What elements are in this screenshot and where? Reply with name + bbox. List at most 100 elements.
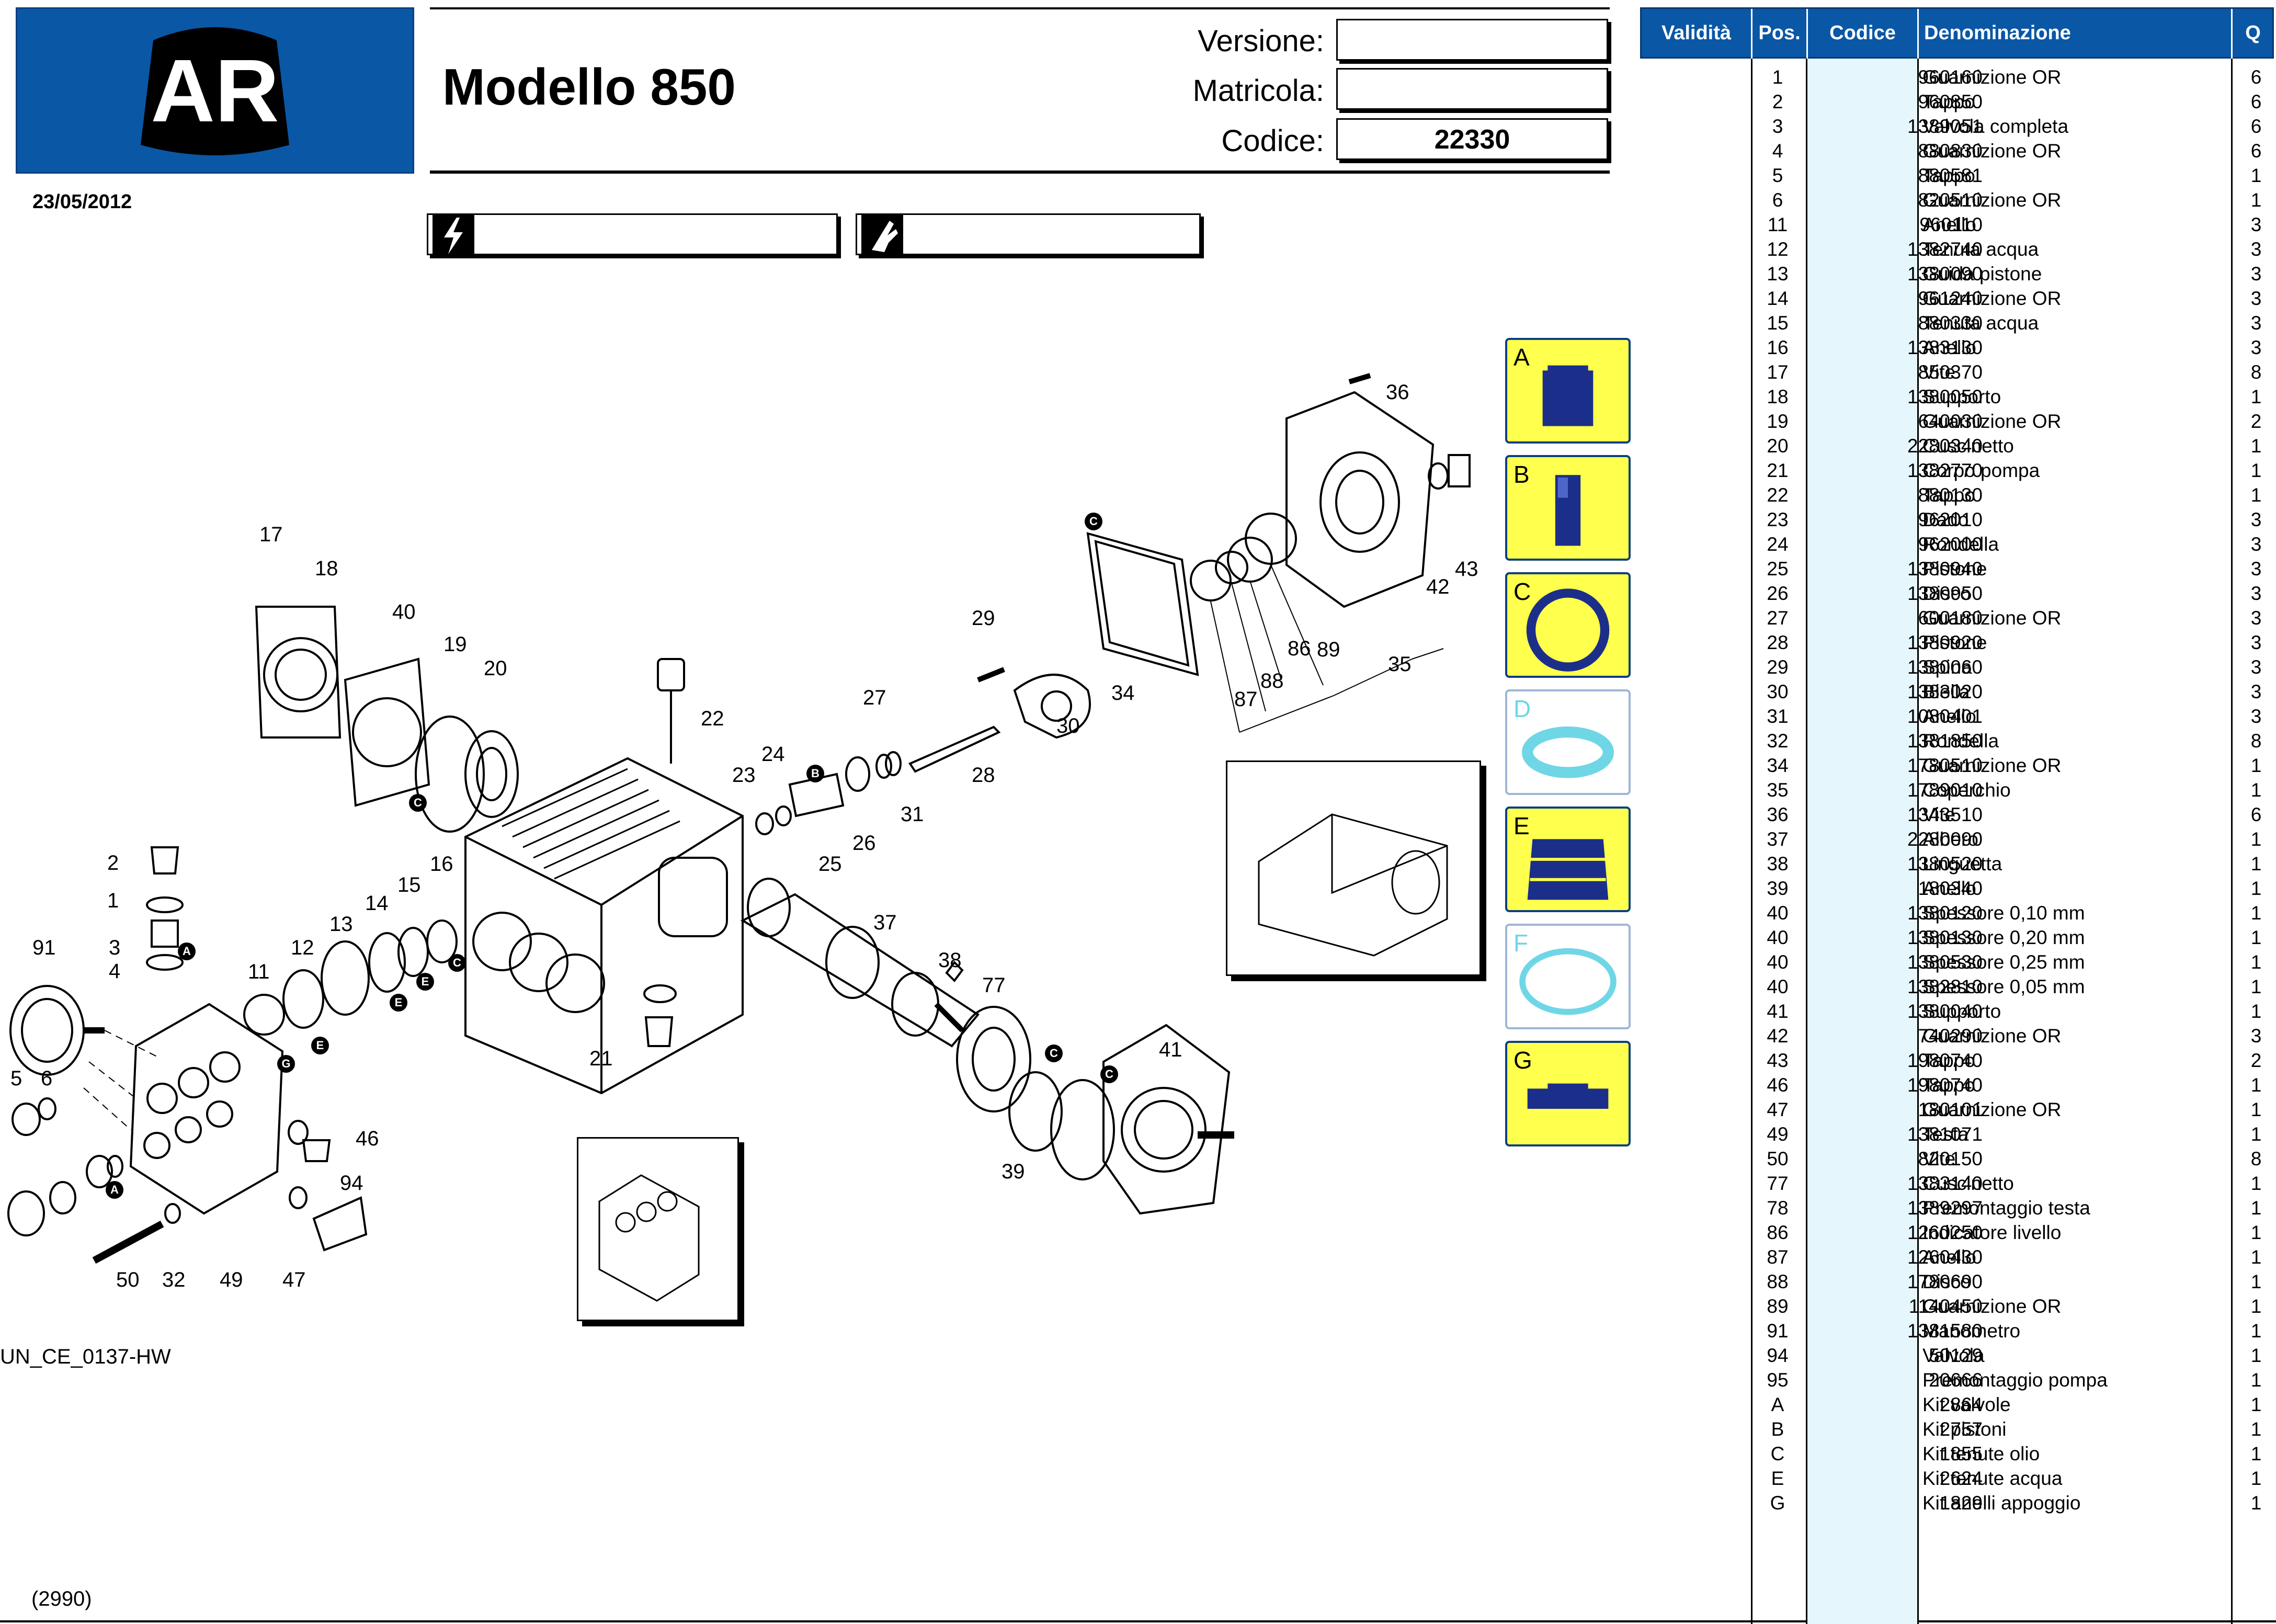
q-cell: 1 <box>2250 189 2262 211</box>
codice-cell: 1380940 <box>1907 558 1983 580</box>
pos-cell: 5 <box>1772 165 1783 186</box>
codice-cell: 20666 <box>1929 1369 1983 1391</box>
callout-number: 37 <box>873 911 897 934</box>
codice-cell: 2280340 <box>1907 435 1983 457</box>
callout-number: 16 <box>430 853 453 876</box>
pump-preassembly-inset <box>1226 760 1481 976</box>
q-cell: 1 <box>2250 976 2262 997</box>
q-cell: 2 <box>2250 1050 2262 1071</box>
codice-cell: 1380920 <box>1907 632 1983 653</box>
callout-number: 22 <box>701 707 724 730</box>
badge-g: G <box>277 1055 295 1073</box>
kit-letter: C <box>1513 578 1531 605</box>
callout-number: 49 <box>220 1268 243 1291</box>
callout-number: 42 <box>1426 575 1450 598</box>
callout-number: 6 <box>41 1067 53 1090</box>
pos-cell: B <box>1771 1418 1784 1440</box>
pos-cell: 17 <box>1767 361 1789 383</box>
callout-number: 18 <box>315 557 338 580</box>
codice-field[interactable]: 22330 <box>1336 118 1608 160</box>
matricola-field[interactable] <box>1336 68 1608 110</box>
callout-number: 5 <box>10 1067 22 1090</box>
kit-d[interactable]: D <box>1505 689 1631 795</box>
codice-cell: 180101 <box>1918 1099 1983 1120</box>
codice-cell: 880130 <box>1918 484 1983 506</box>
q-cell: 8 <box>2250 361 2262 383</box>
denominazione-cell: Guarnizione OR <box>1922 1296 2062 1317</box>
pos-cell: 19 <box>1767 411 1789 432</box>
pos-cell: 20 <box>1767 435 1789 457</box>
document-date: 23/05/2012 <box>32 191 132 213</box>
pos-cell: 40 <box>1767 976 1789 997</box>
denominazione-cell: Cuscinetto <box>1922 435 2014 457</box>
badge-c: C <box>1045 1044 1063 1062</box>
pump-head <box>129 1003 284 1215</box>
drawing-reference: UN_CE_0137-HW <box>0 1345 171 1368</box>
column-divider <box>1917 59 1919 1624</box>
callout-number: 94 <box>340 1172 363 1195</box>
denominazione-cell: Tenuta acqua <box>1922 312 2039 334</box>
pos-cell: 88 <box>1767 1271 1789 1292</box>
kit-f[interactable]: F <box>1505 924 1631 1029</box>
callout-number: 14 <box>365 892 389 915</box>
codice-cell: 2280090 <box>1907 828 1983 850</box>
callout-number: 15 <box>397 873 421 896</box>
denominazione-cell: Anello <box>1922 878 1976 899</box>
denominazione-cell: Disco <box>1922 583 1971 604</box>
pos-cell: 6 <box>1772 189 1783 211</box>
denominazione-cell: Disco <box>1922 1271 1971 1292</box>
codice-label: Codice: <box>1221 124 1324 158</box>
pos-cell: 50 <box>1767 1148 1789 1169</box>
denominazione-cell: Kit tenute acqua <box>1922 1468 2063 1489</box>
kit-g[interactable]: G <box>1505 1041 1631 1146</box>
denominazione-cell: Tappo <box>1922 484 1975 506</box>
denominazione-cell: Guarnizione OR <box>1922 1099 2062 1120</box>
callout-number: 36 <box>1386 381 1409 404</box>
pos-cell: 30 <box>1767 681 1789 702</box>
badge-b: B <box>806 765 824 782</box>
column-divider <box>2231 59 2233 1624</box>
kit-a[interactable]: A <box>1505 338 1631 444</box>
callout-number: 19 <box>443 633 467 656</box>
codice-cell: 1343510 <box>1907 804 1983 825</box>
callout-number: 26 <box>852 832 876 855</box>
callout-number: 89 <box>1317 638 1340 661</box>
callout-number: 38 <box>938 949 962 972</box>
col-q: Q <box>2245 22 2261 44</box>
codice-cell: 1080401 <box>1907 706 1983 727</box>
pos-cell: 3 <box>1772 116 1783 137</box>
pos-cell: 95 <box>1767 1369 1789 1391</box>
denominazione-cell: Supporto <box>1922 1001 2001 1022</box>
badge-e: E <box>390 994 407 1012</box>
q-cell: 1 <box>2250 1345 2262 1366</box>
versione-field[interactable] <box>1336 19 1608 61</box>
kit-c[interactable]: C <box>1505 572 1631 678</box>
pos-cell: 23 <box>1767 509 1789 530</box>
pos-cell: 46 <box>1767 1074 1789 1096</box>
col-denominazione: Denominazione <box>1919 9 2233 60</box>
pos-cell: 40 <box>1767 902 1789 924</box>
codice-cell: 962010 <box>1918 509 1983 530</box>
kit-b[interactable]: B <box>1505 455 1631 561</box>
codice-cell: 50129 <box>1929 1345 1983 1366</box>
denominazione-cell: Kit valvole <box>1922 1394 2011 1415</box>
callout-number: 39 <box>1002 1160 1025 1183</box>
pos-cell: 43 <box>1767 1050 1789 1071</box>
callout-number: 23 <box>732 764 756 787</box>
denominazione-cell: Valvola <box>1922 1345 1985 1366</box>
kit-e[interactable]: E <box>1505 807 1631 912</box>
codice-cell: 1383020 <box>1907 681 1983 702</box>
denominazione-cell: Tappo <box>1922 165 1975 186</box>
pos-cell: 32 <box>1767 730 1789 752</box>
q-cell: 1 <box>2250 165 2262 186</box>
column-divider <box>1806 59 1807 1624</box>
codice-cell: 1380040 <box>1907 1001 1983 1022</box>
